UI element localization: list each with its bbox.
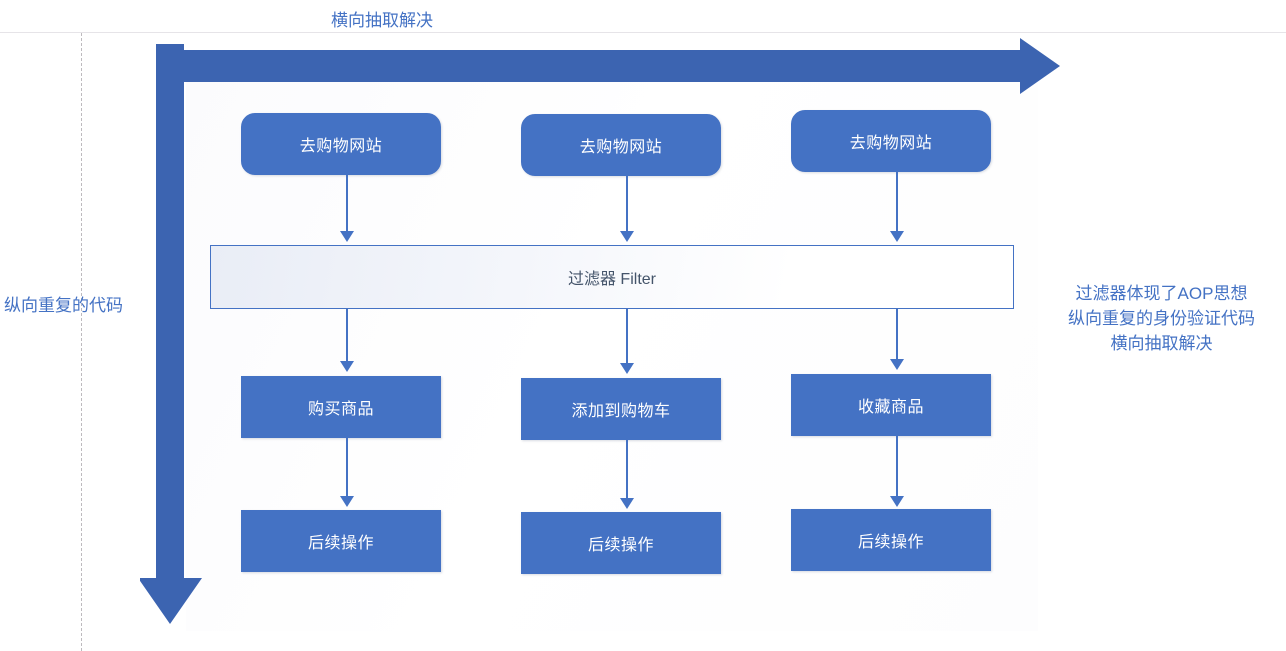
connector-filter-to-action3 (890, 309, 904, 373)
node-followup-2[interactable]: 后续操作 (521, 512, 721, 574)
filter-bar[interactable]: 过滤器 Filter (210, 245, 1014, 309)
node-action-1[interactable]: 购买商品 (241, 376, 441, 438)
label-left-vertical-duplication: 纵向重复的代码 (4, 296, 123, 315)
connector-action1-to-followup1 (340, 438, 354, 510)
node-entry-1[interactable]: 去购物网站 (241, 113, 441, 175)
node-followup-1[interactable]: 后续操作 (241, 510, 441, 572)
note-right-line-3: 横向抽取解决 (1110, 334, 1213, 353)
connector-filter-to-action1 (340, 309, 354, 375)
node-entry-3[interactable]: 去购物网站 (791, 110, 991, 172)
connector-entry1-to-filter (340, 175, 354, 245)
page-guide-dashed-vertical (81, 33, 82, 651)
cross-cutting-arrow (140, 38, 1060, 624)
connector-entry2-to-filter (620, 176, 634, 245)
label-top-title: 横向抽取解决 (331, 11, 433, 30)
node-entry-2[interactable]: 去购物网站 (521, 114, 721, 176)
node-action-3[interactable]: 收藏商品 (791, 374, 991, 436)
connector-filter-to-action2 (620, 309, 634, 377)
node-action-2[interactable]: 添加到购物车 (521, 378, 721, 440)
node-followup-3[interactable]: 后续操作 (791, 509, 991, 571)
note-right-line-1: 过滤器体现了AOP思想 (1075, 284, 1248, 303)
page-rule-horizontal (0, 32, 1286, 33)
note-right-line-2: 纵向重复的身份验证代码 (1068, 309, 1255, 328)
note-right: 过滤器体现了AOP思想 纵向重复的身份验证代码 横向抽取解决 (1040, 281, 1283, 356)
connector-entry3-to-filter (890, 172, 904, 245)
connector-action2-to-followup2 (620, 440, 634, 512)
connector-action3-to-followup3 (890, 436, 904, 510)
